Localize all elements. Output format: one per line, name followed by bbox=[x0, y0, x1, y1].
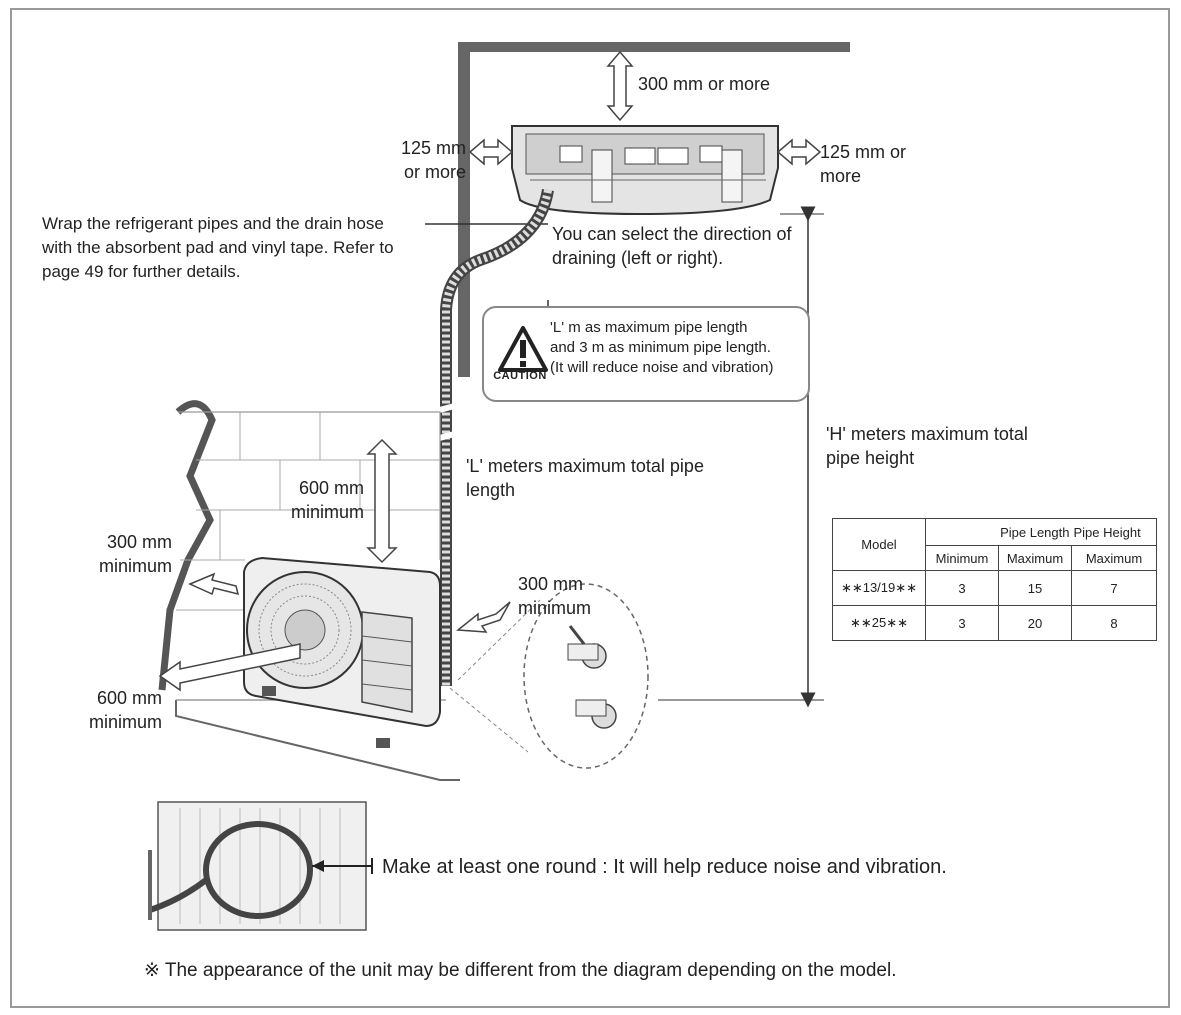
left-indoor-clearance-label: 125 mm or more bbox=[386, 136, 466, 184]
coil-unit bbox=[148, 801, 373, 931]
table-header-max: Maximum bbox=[998, 545, 1072, 571]
left-indoor-clearance-line-2: or more bbox=[403, 162, 466, 182]
outdoor-front-clearance-line-1: 600 mm bbox=[96, 688, 162, 708]
outdoor-right-clearance-arrow bbox=[456, 601, 511, 633]
right-indoor-clearance-line-2: more bbox=[820, 166, 862, 186]
table-header-min: Minimum bbox=[925, 545, 999, 571]
outdoor-left-clearance-arrow bbox=[188, 572, 240, 596]
outdoor-front-clearance-label: 600 mm minimum bbox=[60, 686, 162, 734]
table-row: ∗∗25∗∗ 3 20 8 bbox=[832, 605, 1157, 641]
table-cell-model: ∗∗25∗∗ bbox=[832, 605, 926, 641]
table-cell-model: ∗∗13/19∗∗ bbox=[832, 570, 926, 606]
left-clearance-arrow bbox=[468, 138, 514, 166]
table-cell-min: 3 bbox=[925, 570, 999, 606]
warning-icon bbox=[498, 326, 548, 372]
right-indoor-clearance-label: 125 mm or more bbox=[820, 140, 906, 188]
table-header-height-max: Maximum bbox=[1071, 545, 1157, 571]
outdoor-right-clearance-line-1: 300 mm bbox=[518, 574, 584, 594]
pipe-length-line-2: length bbox=[466, 480, 516, 500]
indoor-unit bbox=[511, 125, 779, 216]
caution-label: CAUTION bbox=[493, 370, 547, 382]
outdoor-right-clearance-label: 300 mm minimum bbox=[518, 572, 591, 620]
outdoor-left-clearance-line-2: minimum bbox=[98, 556, 172, 576]
top-clearance-arrow bbox=[606, 50, 634, 122]
outdoor-front-clearance-line-2: minimum bbox=[88, 712, 162, 732]
pipe-length-line-1: 'L' meters maximum total pipe bbox=[466, 456, 704, 476]
wrap-note-line-2: with the absorbent pad and vinyl tape. R… bbox=[42, 238, 394, 257]
pipe-length-note: 'L' meters maximum total pipe length bbox=[466, 454, 704, 502]
wrap-note-line-3: page 49 for further details. bbox=[42, 262, 241, 281]
table-header-length: Pipe Length bbox=[925, 518, 1072, 546]
pipe-height-line-1: 'H' meters maximum total bbox=[826, 424, 1028, 444]
left-indoor-clearance-line-1: 125 mm bbox=[400, 138, 466, 158]
drain-note: You can select the direction of draining… bbox=[552, 222, 792, 270]
outdoor-wall bbox=[158, 400, 460, 781]
wrap-note-line-1: Wrap the refrigerant pipes and the drain… bbox=[42, 214, 384, 233]
caution-box: CAUTION 'L' m as maximum pipe length and… bbox=[482, 306, 810, 402]
outdoor-top-clearance-line-2: minimum bbox=[290, 502, 364, 522]
refrigerant-pipe bbox=[431, 188, 554, 686]
pipe-height-line-2: pipe height bbox=[826, 448, 915, 468]
drain-note-line-1: You can select the direction of bbox=[552, 224, 792, 244]
caution-text: 'L' m as maximum pipe length and 3 m as … bbox=[550, 318, 773, 378]
right-clearance-arrow bbox=[776, 138, 822, 166]
outdoor-right-clearance-line-2: minimum bbox=[518, 598, 592, 618]
coil-round-note: Make at least one round : It will help r… bbox=[382, 856, 947, 878]
top-clearance-label: 300 mm or more bbox=[638, 74, 771, 94]
table-cell-max: 20 bbox=[998, 605, 1072, 641]
indoor-wall bbox=[458, 42, 850, 377]
caution-line-1: 'L' m as maximum pipe length bbox=[550, 319, 748, 336]
outdoor-left-clearance-label: 300 mm minimum bbox=[70, 530, 172, 578]
table-cell-height: 8 bbox=[1071, 605, 1157, 641]
table-cell-max: 15 bbox=[998, 570, 1072, 606]
valve-detail bbox=[449, 583, 649, 769]
outdoor-top-clearance-arrow bbox=[366, 438, 398, 564]
wrap-note: Wrap the refrigerant pipes and the drain… bbox=[42, 212, 394, 284]
appearance-note: ※ The appearance of the unit may be diff… bbox=[144, 960, 897, 981]
caution-line-3: (It will reduce noise and vibration) bbox=[550, 359, 774, 376]
outdoor-top-clearance-label: 600 mm minimum bbox=[262, 476, 364, 524]
table-header-height: Pipe Height bbox=[1071, 518, 1157, 546]
outdoor-top-clearance-line-1: 600 mm bbox=[298, 478, 364, 498]
table-row: ∗∗13/19∗∗ 3 15 7 bbox=[832, 570, 1157, 606]
diagram-frame bbox=[10, 8, 1170, 1008]
table-header-model: Model bbox=[832, 518, 926, 571]
pipe-height-note: 'H' meters maximum total pipe height bbox=[826, 422, 1028, 470]
drain-note-line-2: draining (left or right). bbox=[552, 248, 724, 268]
outdoor-left-clearance-line-1: 300 mm bbox=[106, 532, 172, 552]
right-indoor-clearance-line-1: 125 mm or bbox=[820, 142, 907, 162]
pipe-spec-table: Model Pipe Length Pipe Height Minimum Ma… bbox=[832, 518, 1157, 641]
table-cell-min: 3 bbox=[925, 605, 999, 641]
outdoor-front-clearance-arrow bbox=[158, 643, 301, 692]
table-cell-height: 7 bbox=[1071, 570, 1157, 606]
caution-line-2: and 3 m as minimum pipe length. bbox=[550, 339, 771, 356]
